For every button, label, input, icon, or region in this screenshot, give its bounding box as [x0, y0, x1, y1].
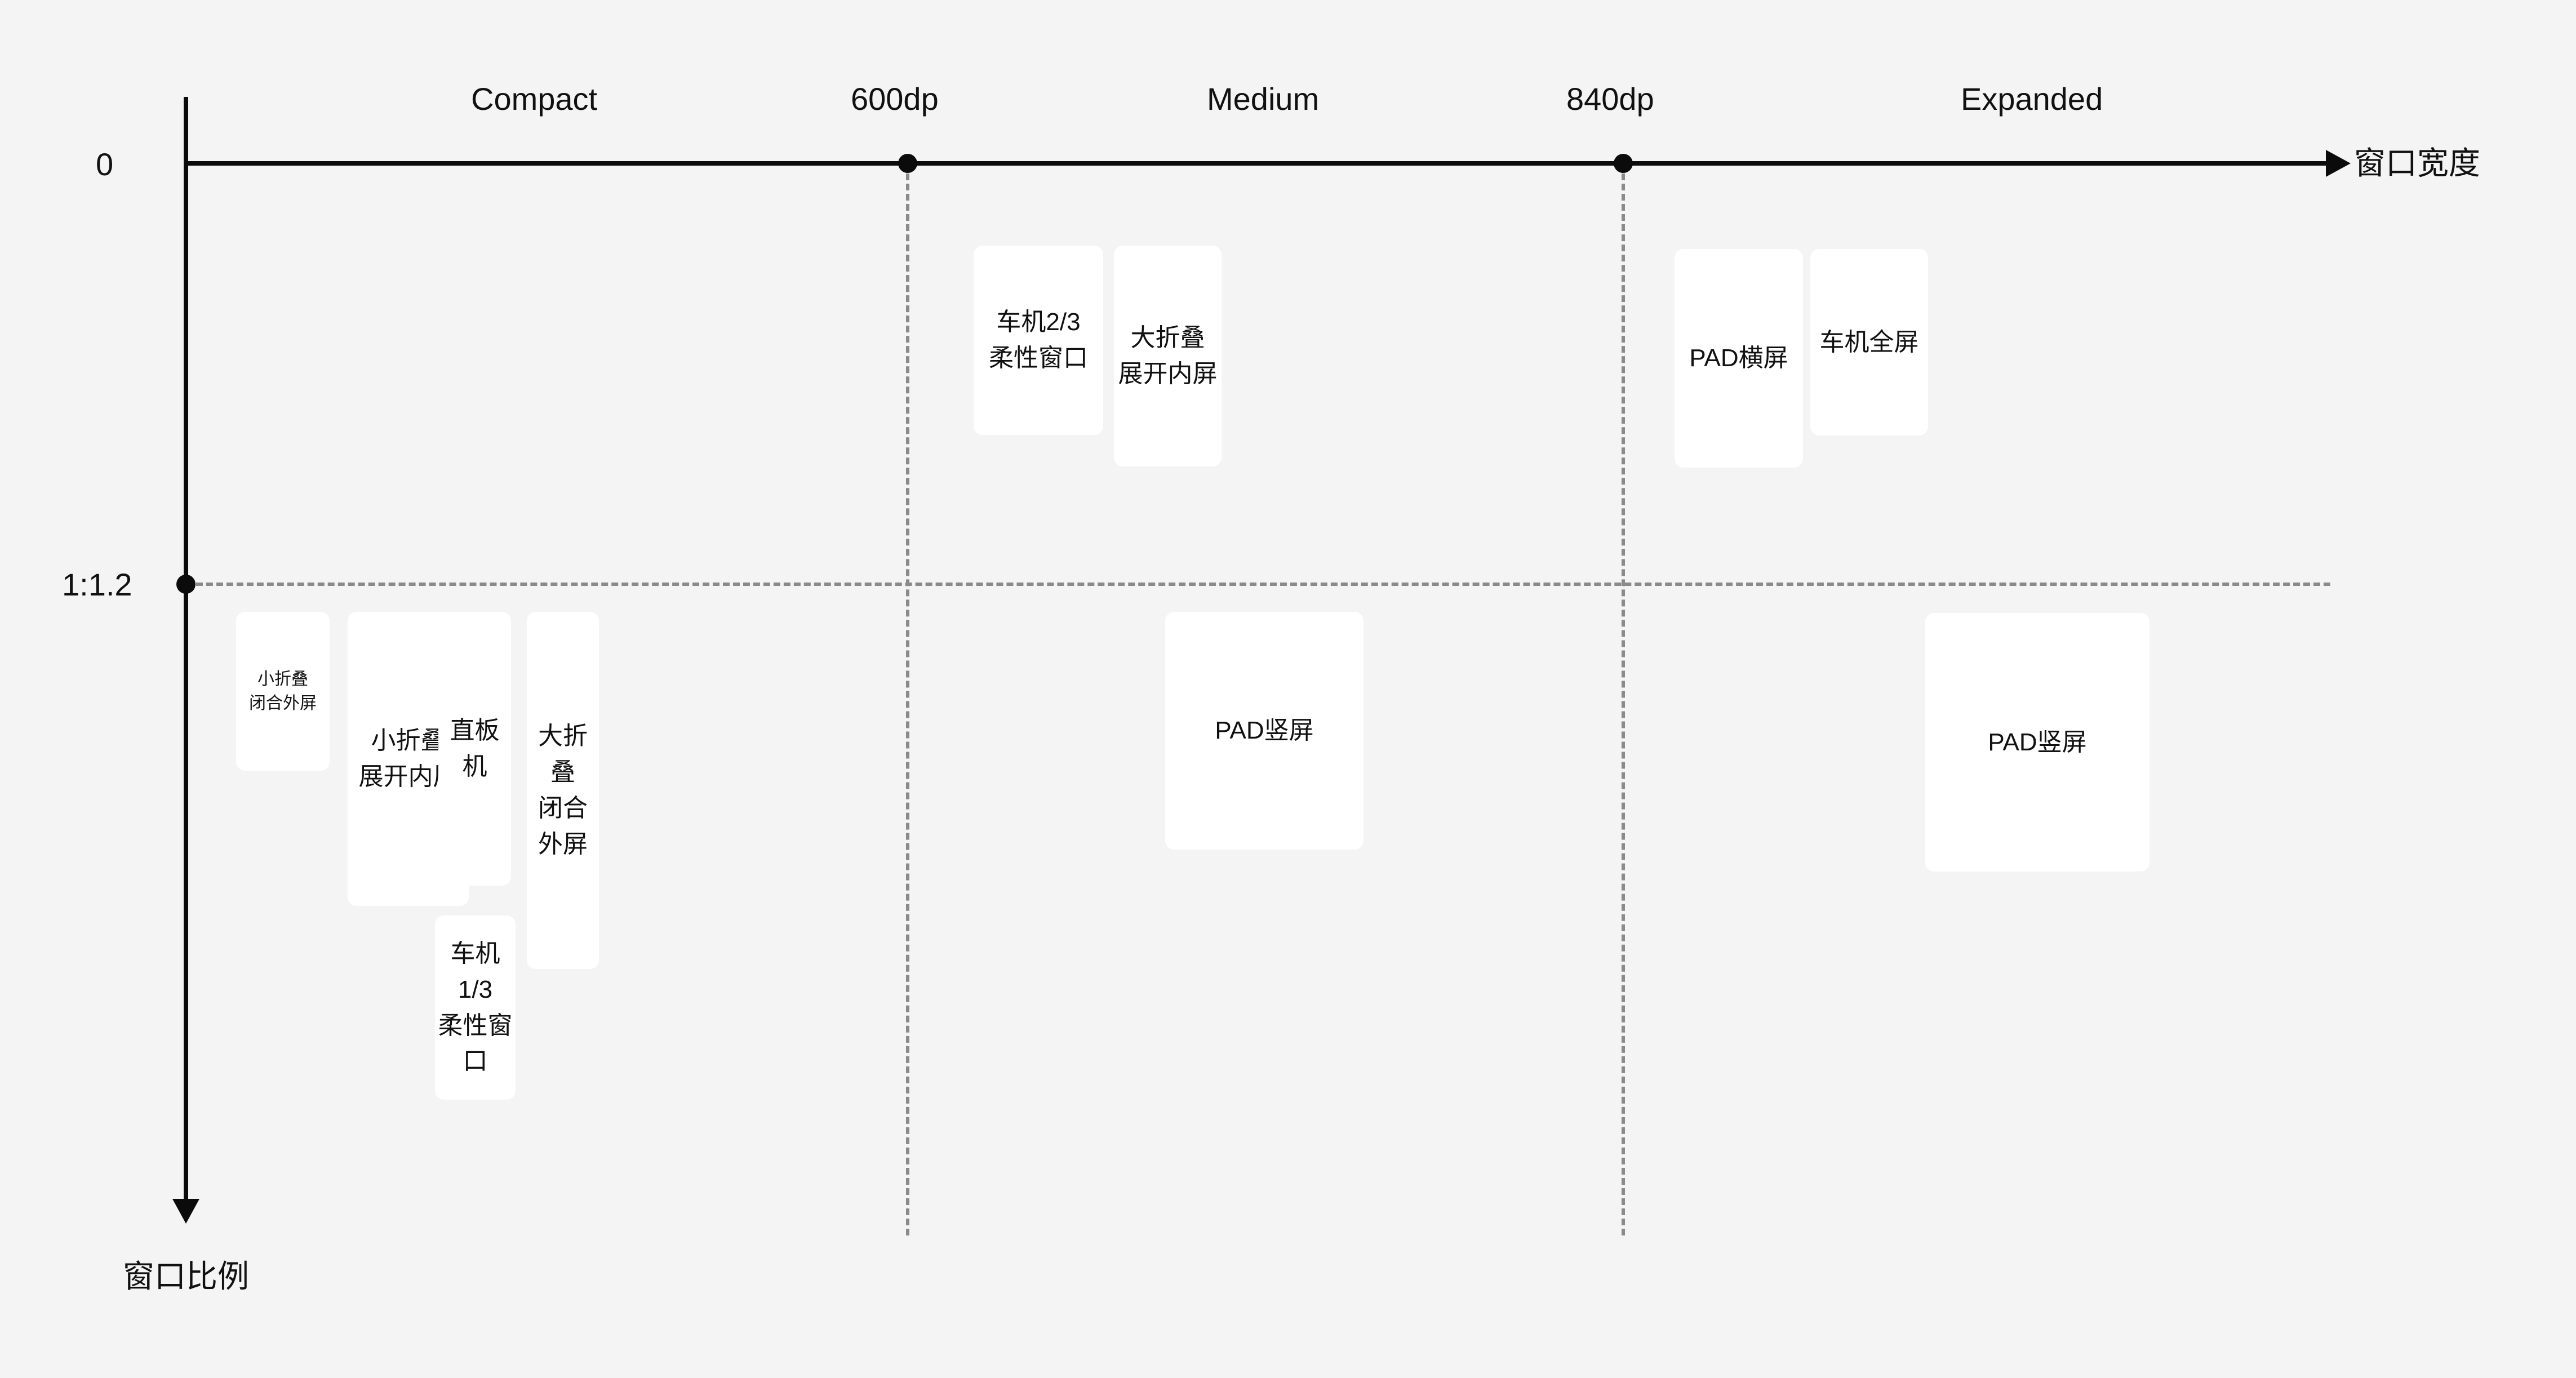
device-card-label: 大折叠 展开内屏 — [1118, 324, 1218, 388]
ratio-tick-label: 1:1.2 — [62, 567, 132, 602]
device-card-car-fullscreen[interactable]: 车机全屏 — [1810, 249, 1928, 435]
device-card-label: PAD竖屏 — [1215, 717, 1314, 745]
zone-label-compact: Compact — [471, 81, 598, 117]
device-card-pad-portrait-expanded[interactable]: PAD竖屏 — [1925, 613, 2149, 872]
breakpoint-dot-600dp — [898, 154, 917, 173]
y-axis-label: 窗口比例 — [123, 1259, 249, 1294]
device-card-label: 车机2/3 柔性窗口 — [989, 308, 1088, 372]
device-card-large-fold-closed[interactable]: 大折叠 闭合外屏 — [527, 612, 599, 969]
origin-label: 0 — [96, 146, 114, 182]
device-card-label: PAD横屏 — [1689, 344, 1788, 372]
x-axis-arrowhead-icon — [2326, 150, 2351, 177]
x-axis-label: 窗口宽度 — [2354, 145, 2480, 181]
device-card-label: 小折叠 闭合外屏 — [249, 669, 317, 713]
breakpoint-label-600dp: 600dp — [851, 81, 939, 117]
x-axis-line — [186, 161, 2330, 166]
device-card-large-fold-open[interactable]: 大折叠 展开内屏 — [1114, 246, 1222, 466]
guide-line-ratio — [186, 583, 2330, 586]
y-axis-arrowhead-icon — [172, 1199, 199, 1224]
zone-label-medium: Medium — [1207, 81, 1320, 117]
guide-line-840dp — [1622, 163, 1625, 1235]
breakpoint-label-840dp: 840dp — [1566, 81, 1654, 117]
device-card-bar-phone[interactable]: 直板机 — [438, 612, 511, 886]
device-card-car-1-3[interactable]: 车机1/3 柔性窗口 — [435, 915, 516, 1100]
device-card-label: 直板机 — [450, 717, 500, 780]
zone-label-expanded: Expanded — [1961, 81, 2103, 117]
breakpoint-dot-ratio — [176, 575, 196, 594]
device-card-label: 车机1/3 柔性窗口 — [438, 939, 513, 1075]
device-card-car-2-3[interactable]: 车机2/3 柔性窗口 — [974, 246, 1103, 435]
device-card-label: 车机全屏 — [1819, 328, 1919, 356]
breakpoint-dot-840dp — [1614, 154, 1633, 173]
device-card-pad-landscape[interactable]: PAD横屏 — [1675, 249, 1803, 468]
guide-line-600dp — [906, 163, 909, 1235]
y-axis-line — [184, 97, 188, 1201]
device-card-small-fold-closed[interactable]: 小折叠 闭合外屏 — [236, 612, 330, 771]
device-card-label: 大折叠 闭合外屏 — [538, 722, 588, 858]
device-card-pad-portrait-medium[interactable]: PAD竖屏 — [1165, 612, 1363, 850]
device-card-label: PAD竖屏 — [1988, 728, 2087, 756]
